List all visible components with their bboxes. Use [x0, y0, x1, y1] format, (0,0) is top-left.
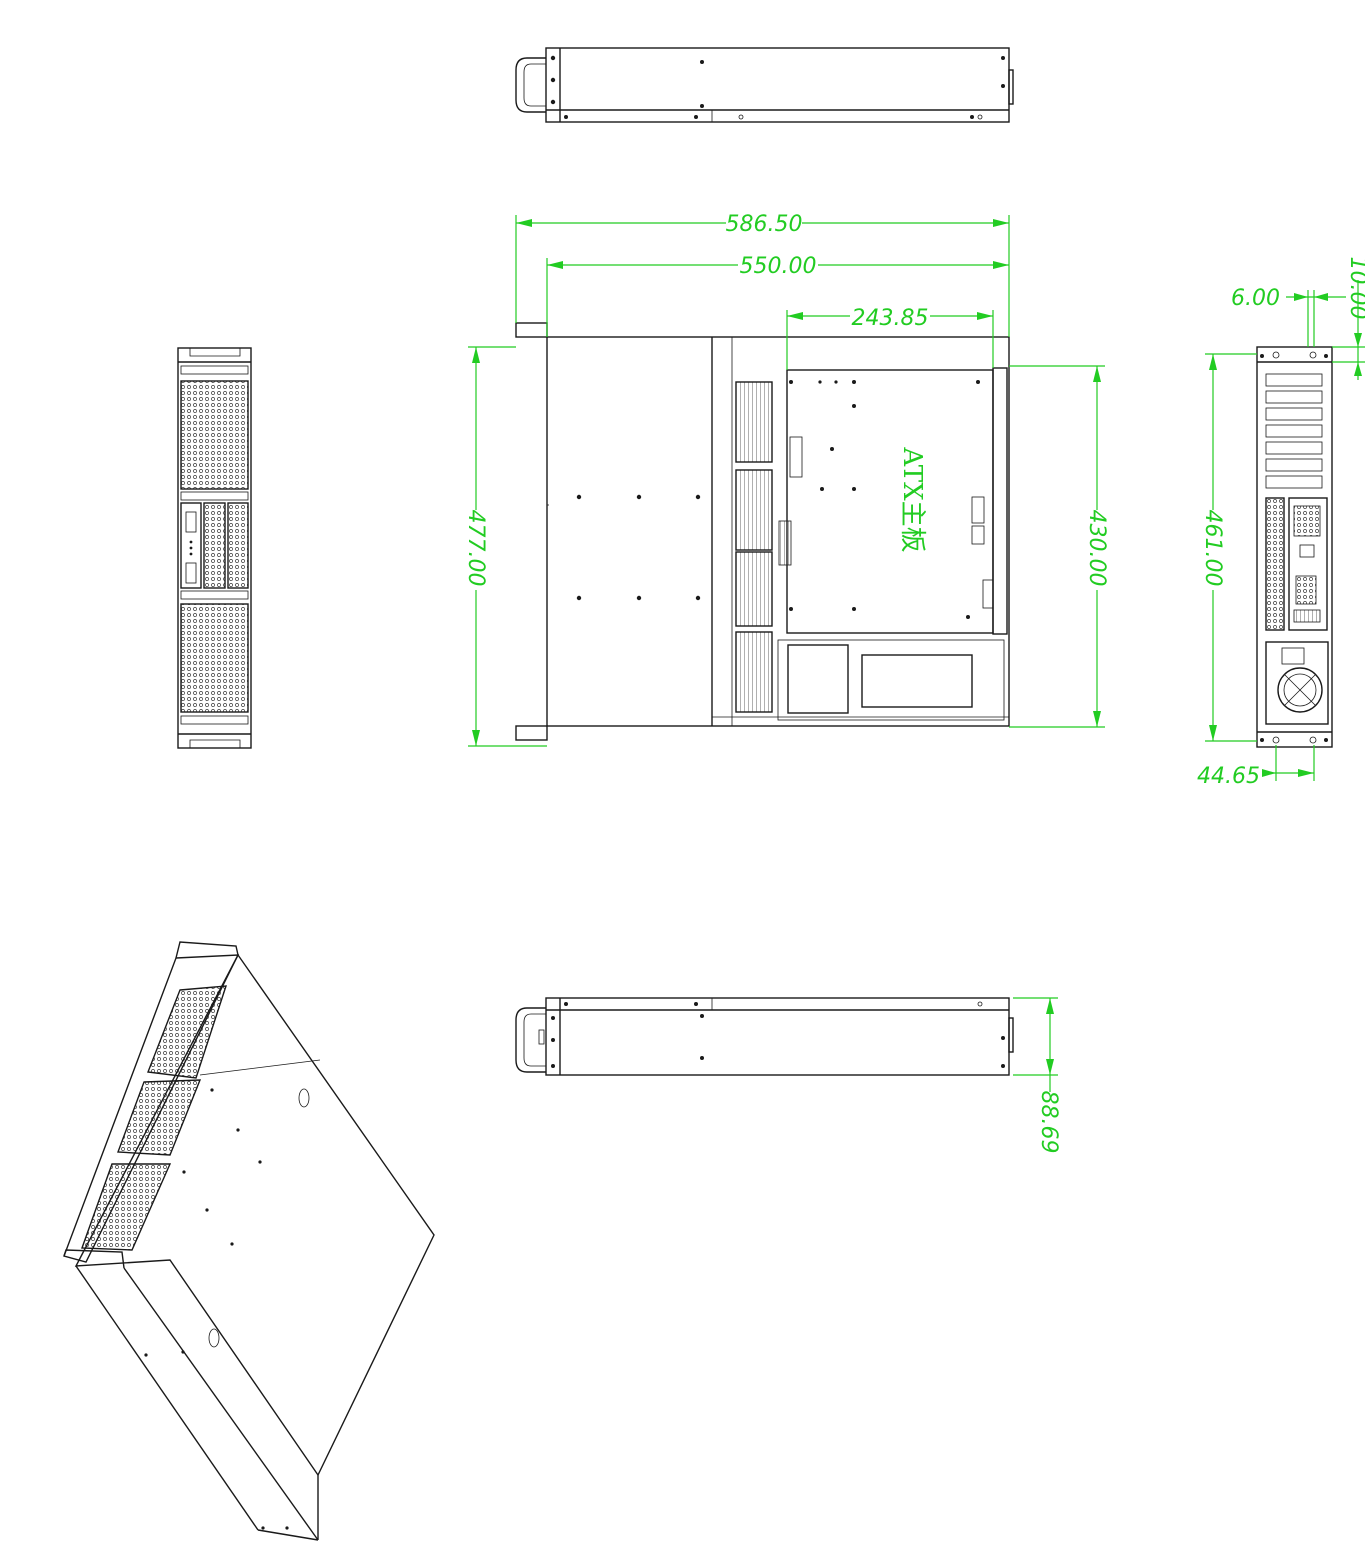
dim-height: 88.69 [1036, 1091, 1061, 1154]
dim-body-length: 550.00 [740, 254, 817, 279]
front-view [177, 347, 252, 749]
side-view-top [515, 47, 1014, 123]
dim-board-depth: 243.85 [852, 306, 929, 331]
isometric-view [63, 941, 435, 1541]
dim-overall-length: 586.50 [726, 212, 803, 237]
rear-view [1256, 346, 1333, 748]
dim-body-width: 430.00 [1084, 510, 1109, 587]
plan-view [515, 322, 1010, 741]
motherboard-label: ATX主板 [897, 446, 927, 552]
dimension-lines [468, 215, 1365, 1092]
dim-ear-thickness: 10.00 [1345, 257, 1365, 320]
dim-rear-width: 461.00 [1200, 510, 1225, 587]
dim-rear-hole-offset: 44.65 [1197, 764, 1260, 789]
dim-overall-width: 477.00 [463, 510, 488, 587]
dim-ear-offset: 6.00 [1231, 286, 1280, 311]
side-view-bottom [515, 997, 1014, 1076]
